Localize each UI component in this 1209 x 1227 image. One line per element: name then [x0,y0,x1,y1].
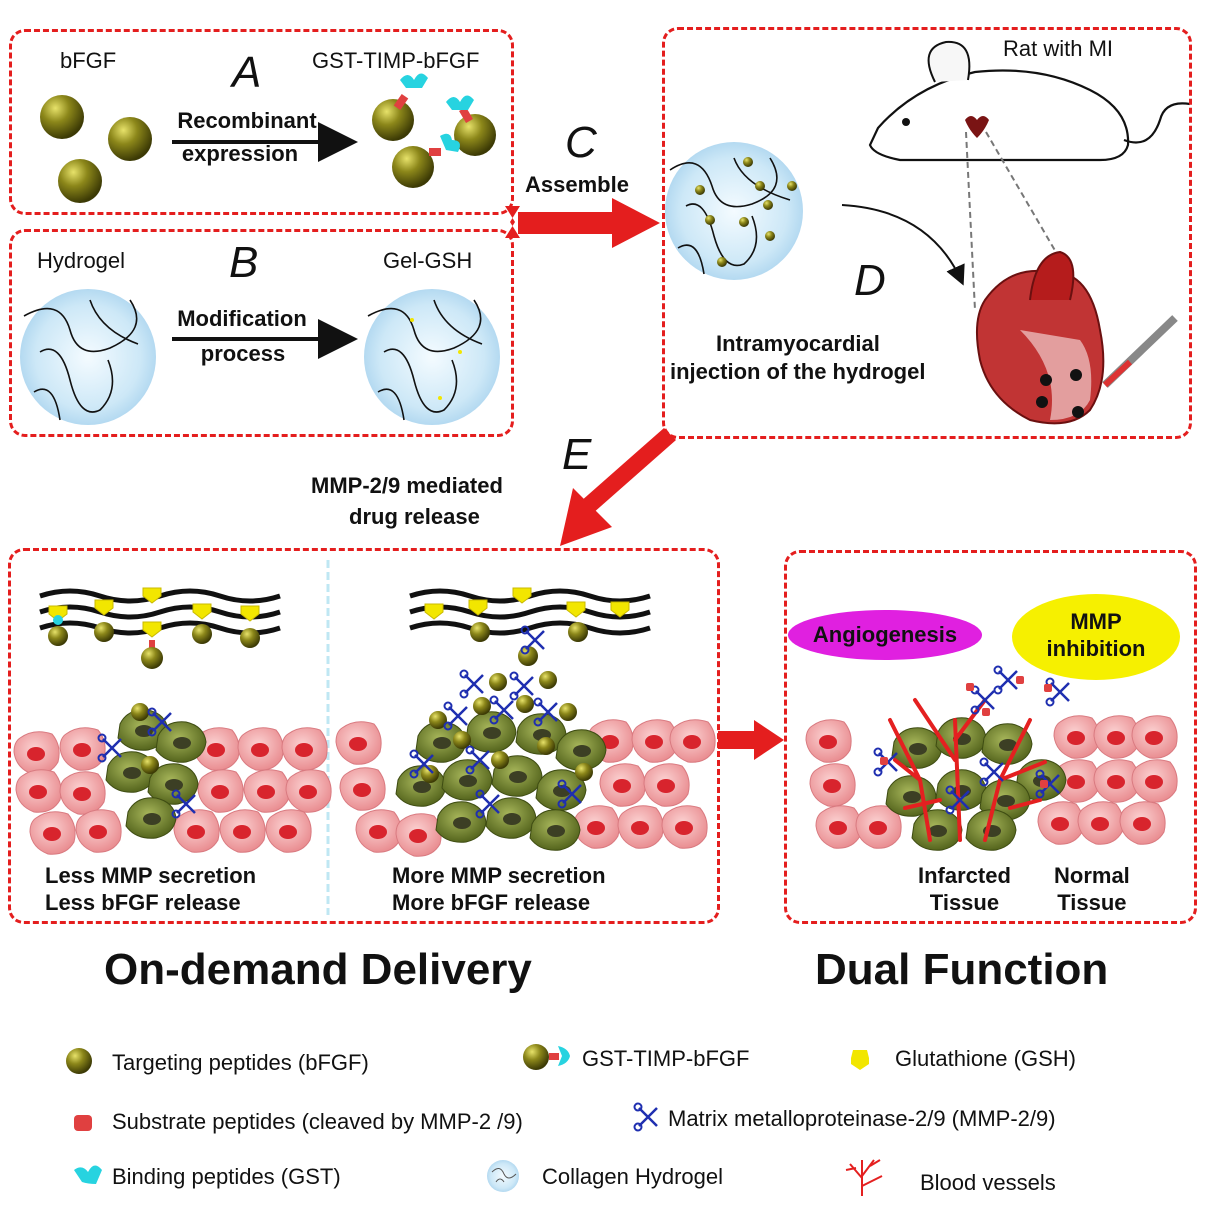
recombinant-line-2: expression [181,141,299,166]
rat-icon [868,40,1191,311]
less-bfgf-release: Less bFGF release [45,890,241,915]
injection-line-1: Intramyocardial [716,331,880,356]
letter-c: C [565,118,597,167]
bfgf-label: bFGF [60,48,117,73]
recombinant-line-1: Recombinant [177,108,317,133]
legend-collagen-hydrogel: Collagen Hydrogel [542,1164,723,1189]
gel-gsh-label: Gel-GSH [383,248,473,273]
bfgf-sphere [58,159,102,203]
normal-line-2: Tissue [1057,890,1127,915]
panel-d-graphics [665,40,1191,425]
rat-with-mi-label: Rat with MI [1003,36,1114,61]
letter-a: A [232,48,262,97]
gst-timp-bfgf-label: GST-TIMP-bFGF [312,48,480,73]
gel-gsh-sphere [364,289,500,425]
less-mmp-caption: Less MMP secretion Less bFGF release [45,862,256,916]
modification-line-2: process [200,341,286,366]
modification-label: Modification [177,305,372,332]
assemble-label: Assemble [525,172,629,197]
modification-line-1: Modification [177,306,307,331]
gst-timp-bfgf-construct [392,133,460,188]
expression-label: expression [182,140,356,167]
more-mmp-secretion: More MMP secretion [392,863,606,888]
injection-line-2: injection of the hydrogel [670,359,926,384]
hydrogel-label: Hydrogel [37,248,126,273]
process-label: process [201,340,327,367]
mmp-inhibition-line-1: MMP [1070,609,1122,634]
legend-binding-peptides: Binding peptides (GST) [112,1164,341,1189]
more-mmp-caption: More MMP secretion More bFGF release [392,862,606,916]
legend-gst-timp-bfgf: GST-TIMP-bFGF [582,1046,750,1071]
mmp-inhibition-line-2: inhibition [1046,636,1146,661]
assemble-arrow [505,198,660,248]
infarcted-tissue-label: Infarcted Tissue [918,862,1011,916]
on-demand-delivery-heading: On-demand Delivery [104,945,532,994]
panel-bottom-right [784,550,1197,924]
mmp-inhibition-text: MMP inhibition [1012,608,1180,662]
normal-tissue-label: Normal Tissue [1054,862,1130,916]
heart-icon [975,250,1178,425]
legend-bfgf: Targeting peptides (bFGF) [112,1050,369,1075]
bottom-right-graphics [805,665,1178,851]
bottom-left-graphics [13,560,716,915]
dual-function-heading: Dual Function [815,945,1109,994]
infarcted-line-1: Infarcted [918,863,1011,888]
bfgf-sphere [40,95,84,139]
bfgf-sphere [108,117,152,161]
panel-b [9,229,514,437]
hydrogel-sphere [20,289,156,425]
more-bfgf-release: More bFGF release [392,890,591,915]
mmp-mediated-line-2: drug release [349,504,480,529]
mmp-mediated-line-1: MMP-2/9 mediated [311,473,503,498]
legend-glutathione: Glutathione (GSH) [895,1046,1076,1071]
mmp-inhibition-bubble: MMP inhibition [1012,594,1180,680]
transition-arrow [718,720,784,760]
release-arrow [560,428,676,546]
less-mmp-secretion: Less MMP secretion [45,863,257,888]
panel-b-graphics [20,289,500,425]
normal-line-1: Normal [1054,863,1130,888]
infarcted-line-2: Tissue [929,890,1000,915]
loaded-hydrogel [665,142,803,280]
gst-timp-bfgf-construct [372,73,428,141]
legend-mmp: Matrix metalloproteinase-2/9 (MMP-2/9) [668,1106,1056,1131]
panel-a [9,29,514,215]
recombinant-label: Recombinant [177,107,386,134]
legend-substrate-peptides: Substrate peptides (cleaved by MMP-2 /9) [112,1109,523,1134]
legend-blood-vessels: Blood vessels [920,1170,1056,1195]
legend-icons [66,1044,883,1196]
letter-b: B [229,238,259,287]
letter-e: E [562,430,592,479]
panel-a-graphics [40,73,496,203]
gst-timp-bfgf-construct [446,95,496,156]
panel-bottom-left [8,548,720,924]
blood-vessels [888,698,1047,842]
letter-d: D [854,256,886,305]
angiogenesis-bubble: Angiogenesis [788,610,982,660]
panel-d [662,27,1192,439]
angiogenesis-text: Angiogenesis [812,622,958,647]
